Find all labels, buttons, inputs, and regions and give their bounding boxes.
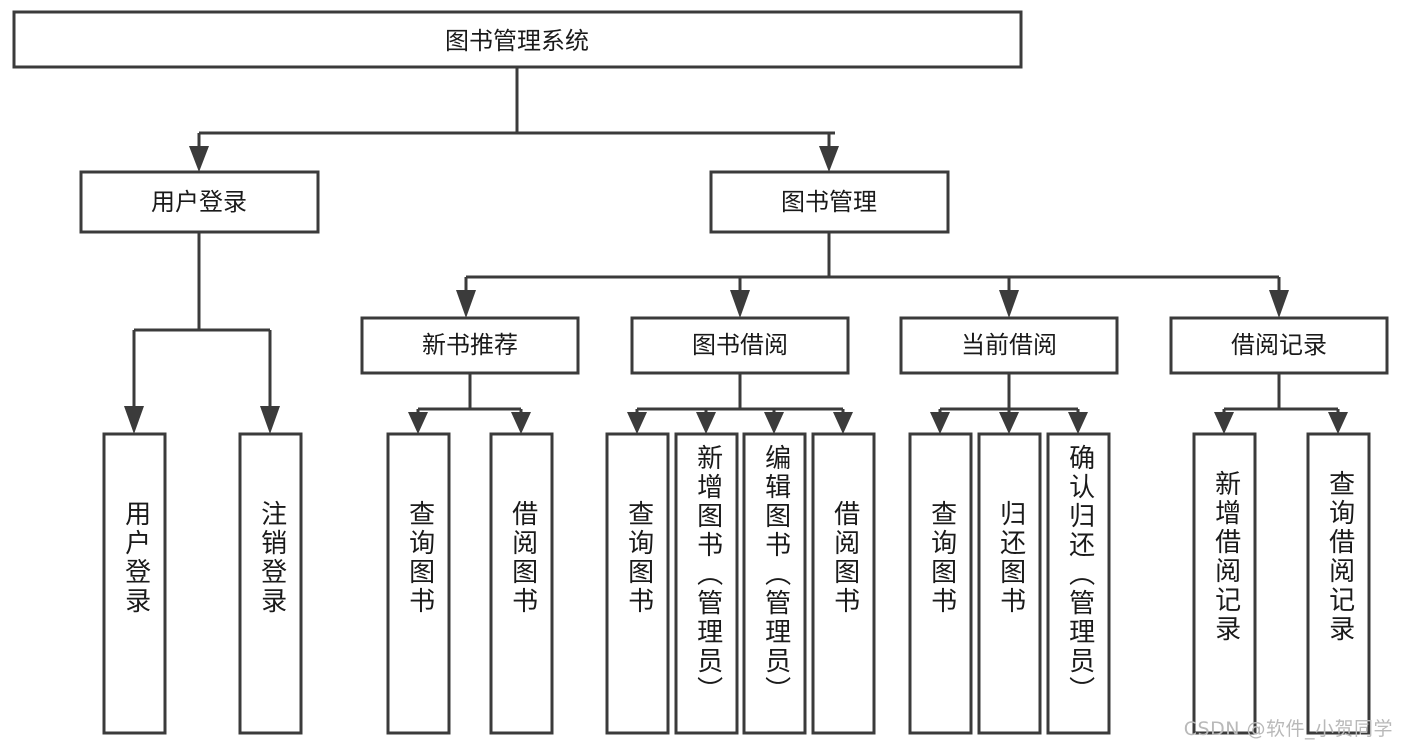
node-root[interactable] xyxy=(12,10,1023,69)
leaf-box-query-book-2 xyxy=(605,432,670,735)
leaf-box-query-book-1 xyxy=(386,432,451,735)
leaf-box-query-borrow-record xyxy=(1306,432,1371,735)
node-book-borrow[interactable] xyxy=(630,316,850,375)
connectors-root-to-level2 xyxy=(189,67,839,172)
connectors-book-mgmt-to-level3 xyxy=(456,232,1289,318)
node-user-login[interactable] xyxy=(79,170,320,234)
leaf-box-borrow-book-1 xyxy=(489,432,554,735)
node-label-root: 图书管理系统 xyxy=(445,27,589,55)
node-label-book-management: 图书管理 xyxy=(781,188,877,216)
leaf-box-logout xyxy=(238,432,303,735)
connectors-current-borrow-to-leaves xyxy=(930,373,1088,434)
leaf-box-user-login xyxy=(102,432,167,735)
node-label-new-book-recommend: 新书推荐 xyxy=(422,331,518,359)
node-label-current-borrow: 当前借阅 xyxy=(961,331,1057,359)
leaf-box-query-book-3 xyxy=(908,432,973,735)
node-label-borrow-record: 借阅记录 xyxy=(1231,331,1327,359)
connectors-user-login-to-leaves xyxy=(124,232,280,434)
leaf-box-confirm-return xyxy=(1046,432,1111,735)
leaf-box-edit-book xyxy=(742,432,807,735)
leaf-box-add-book xyxy=(674,432,739,735)
node-label-user-login: 用户登录 xyxy=(151,188,247,216)
watermark-text: CSDN @软件_小贺同学 xyxy=(1183,718,1393,740)
node-current-borrow[interactable] xyxy=(899,316,1119,375)
node-new-book-recommend[interactable] xyxy=(360,316,580,375)
node-borrow-record[interactable] xyxy=(1169,316,1389,375)
leaf-box-add-borrow-record xyxy=(1192,432,1257,735)
connectors-book-borrow-to-leaves xyxy=(627,373,853,434)
connectors-borrow-record-to-leaves xyxy=(1214,373,1348,434)
leaf-box-borrow-book-2 xyxy=(811,432,876,735)
leaf-box-return-book xyxy=(977,432,1042,735)
leaf-boxes xyxy=(102,432,1371,735)
node-label-book-borrow: 图书借阅 xyxy=(692,331,788,359)
connectors-new-book-to-leaves xyxy=(408,373,531,434)
node-book-management[interactable] xyxy=(709,170,950,234)
